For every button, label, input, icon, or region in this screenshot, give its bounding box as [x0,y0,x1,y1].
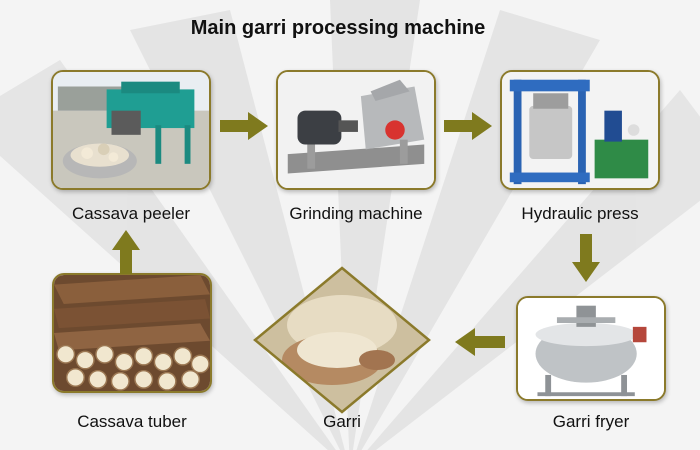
arrow-down-icon [572,234,600,282]
garri-photo [253,266,431,414]
grinding-machine-photo [276,70,436,190]
arrow-left-icon [455,328,505,356]
arrow-up-icon [112,230,140,274]
step-label-garri-fryer: Garri fryer [552,412,630,431]
cassava-tuber-photo [52,273,212,393]
step-label-cassava-tuber: Cassava tuber [77,412,187,431]
arrow-right-icon [220,112,268,140]
step-label-cassava-peeler: Cassava peeler [71,204,191,223]
page-title: Main garri processing machine [190,17,486,39]
step-label-garri: Garri [323,412,361,431]
garri-fryer-photo [516,296,666,401]
peeler-machine-photo [51,70,211,190]
step-label-hydraulic-press: Hydraulic press [521,204,639,223]
arrow-right-icon [444,112,492,140]
hydraulic-press-photo [500,70,660,190]
step-label-grinding-machine: Grinding machine [289,204,423,223]
